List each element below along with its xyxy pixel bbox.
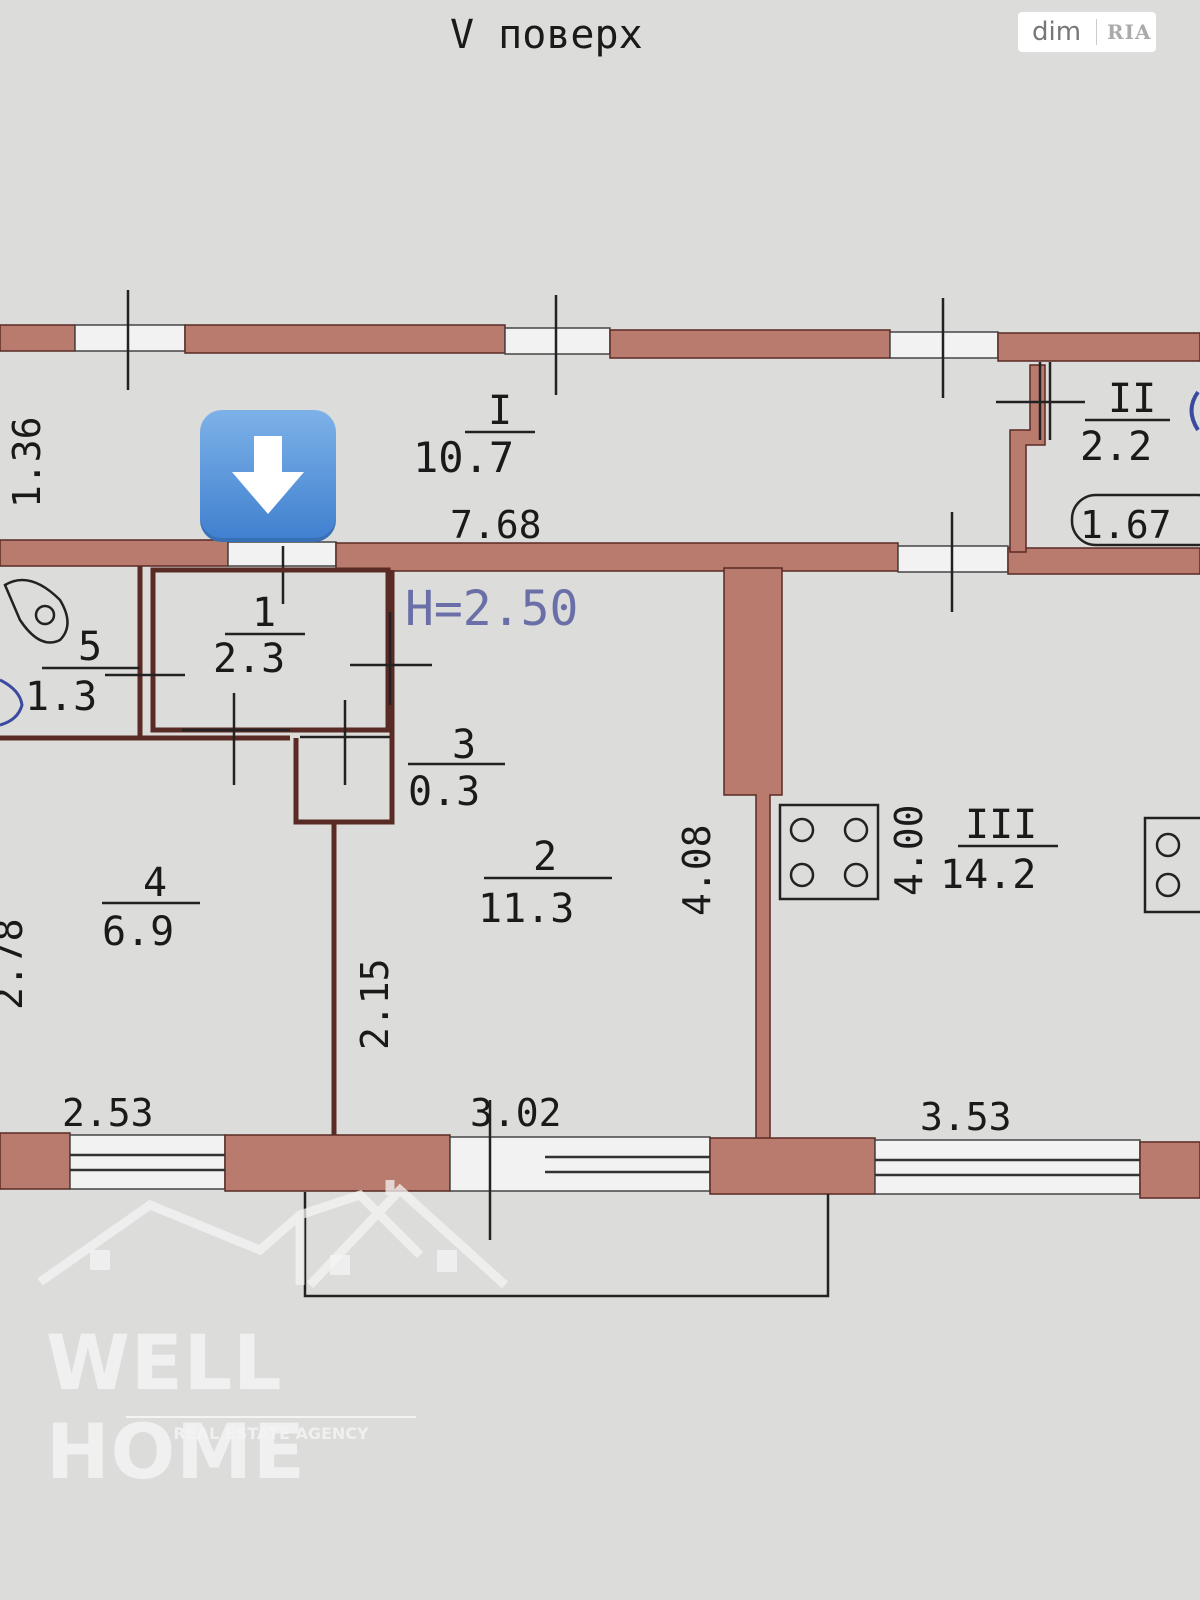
dim-room4-height: 2.78 bbox=[0, 918, 31, 1010]
balcony-outline bbox=[303, 1192, 830, 1298]
storage-blue-mark bbox=[1189, 390, 1200, 432]
dim-room3-height: 4.00 bbox=[887, 804, 931, 896]
room-labels: I 10.7 II 2.2 1 2.3 5 1.3 3 0.3 2 11.3 4… bbox=[25, 376, 1170, 955]
room-I-area: 10.7 bbox=[413, 433, 514, 482]
dim-room2-width: 3.02 bbox=[470, 1091, 562, 1135]
floor-title: V поверх bbox=[450, 12, 643, 58]
top-exterior-wall bbox=[0, 290, 1200, 398]
dim-room2-height: 4.08 bbox=[675, 824, 719, 916]
dimension-labels: 7.68 1.67 2.53 3.02 3.53 1.36 4.08 4.00 … bbox=[0, 416, 1172, 1139]
room-III-id: III bbox=[965, 802, 1037, 848]
central-wall bbox=[723, 567, 783, 1141]
inner-horizontal-wall bbox=[0, 512, 1200, 612]
watermark-windows bbox=[90, 1250, 457, 1275]
badge-dim-label: dim bbox=[1032, 17, 1082, 47]
room-5-id: 5 bbox=[78, 624, 102, 670]
dim-ria-badge: dim RIA bbox=[1018, 12, 1156, 52]
room-4-id: 4 bbox=[143, 860, 167, 906]
stove-icon bbox=[778, 803, 880, 901]
dim-room3-width: 3.53 bbox=[920, 1095, 1012, 1139]
stove-icon-right bbox=[1143, 816, 1200, 914]
ceiling-height: H=2.50 bbox=[405, 581, 578, 637]
dim-corridor-length: 7.68 bbox=[450, 503, 542, 547]
dim-room4-width: 2.53 bbox=[62, 1091, 154, 1135]
dim-storage-width: 1.67 bbox=[1080, 503, 1172, 547]
room-II-area: 2.2 bbox=[1080, 424, 1152, 470]
room-1-area: 2.3 bbox=[213, 636, 285, 682]
room-1-id: 1 bbox=[252, 590, 276, 636]
down-arrow-icon bbox=[200, 410, 336, 542]
bottom-exterior-wall bbox=[0, 1100, 1200, 1240]
room-III-area: 14.2 bbox=[940, 852, 1036, 898]
toilet-icon bbox=[0, 578, 69, 727]
room-2-id: 2 bbox=[533, 834, 557, 880]
watermark-brand: WELL HOME bbox=[46, 1318, 306, 1496]
watermark-tagline: REAL ESTATE AGENCY bbox=[126, 1416, 416, 1443]
room-I-id: I bbox=[488, 388, 512, 434]
badge-ria-label: RIA bbox=[1107, 20, 1152, 44]
storage-walls bbox=[996, 362, 1085, 553]
room-3-area: 0.3 bbox=[408, 769, 480, 815]
dim-top-left-vertical: 1.36 bbox=[5, 416, 49, 508]
room-3-id: 3 bbox=[452, 722, 476, 768]
dim-bottom-left-vertical: 2.15 bbox=[353, 958, 397, 1050]
room-4-area: 6.9 bbox=[102, 909, 174, 955]
badge-separator bbox=[1096, 19, 1097, 45]
watermark-house-icon bbox=[37, 1180, 509, 1289]
room-2-area: 11.3 bbox=[478, 886, 574, 932]
room-5-area: 1.3 bbox=[25, 674, 97, 720]
storage-oval bbox=[1070, 493, 1200, 547]
room-II-id: II bbox=[1108, 376, 1156, 422]
partitions bbox=[0, 566, 432, 1140]
